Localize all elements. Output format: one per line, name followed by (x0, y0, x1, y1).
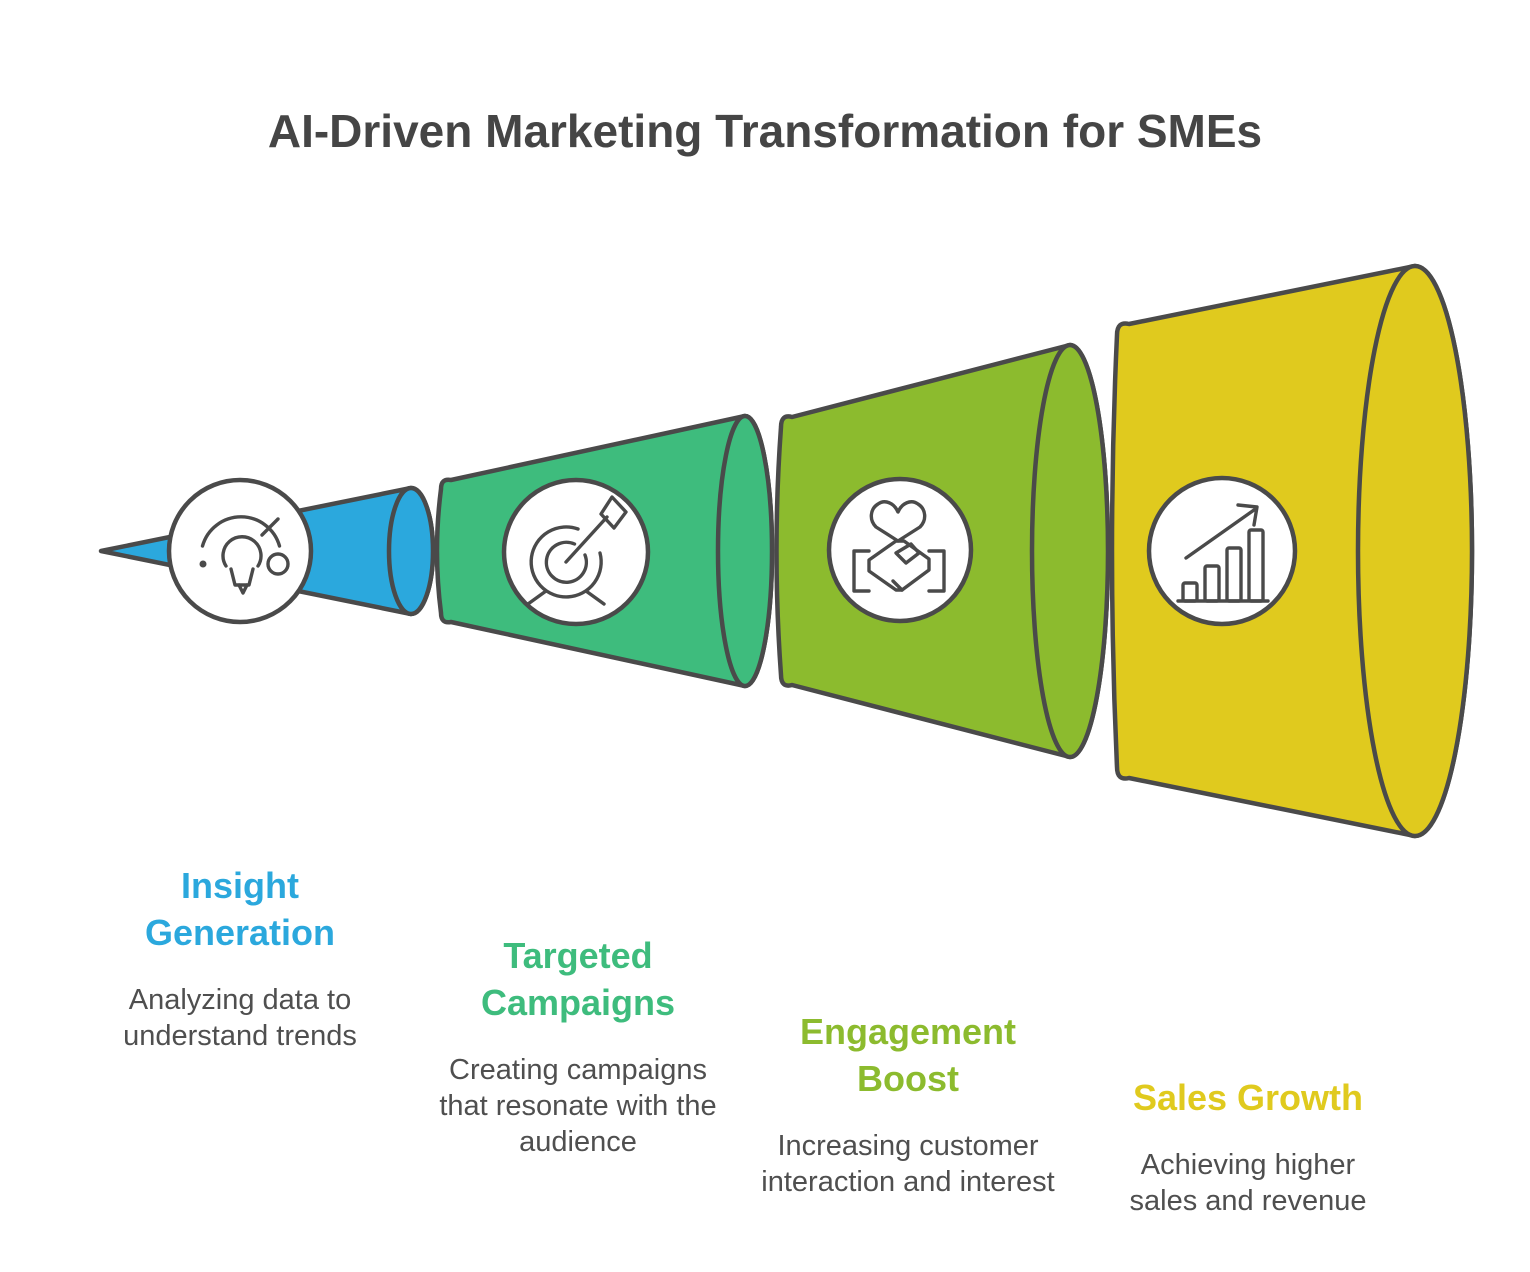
stage-label-campaigns: Targeted Campaigns Creating campaigns th… (438, 932, 718, 1160)
stage-label-engagement: Engagement Boost Increasing customer int… (758, 1008, 1058, 1200)
cone-end-cap (715, 413, 775, 689)
icon-circle-insight (166, 477, 314, 625)
stage-description: Increasing customer interaction and inte… (761, 1130, 1055, 1198)
cone-end-cap (1029, 342, 1111, 760)
cone-end-cap (1355, 263, 1475, 839)
stage-label-insight: Insight Generation Analyzing data to und… (110, 862, 370, 1054)
stage-description: Analyzing data to understand trends (123, 984, 357, 1052)
stage-title: Targeted Campaigns (480, 935, 676, 1023)
page-title: AI-Driven Marketing Transformation for S… (267, 105, 1263, 157)
icon-circle-sales (1146, 475, 1298, 627)
stage-label-sales: Sales Growth Achieving higher sales and … (1108, 1074, 1388, 1219)
lightbulb-gauge-icon (199, 515, 290, 595)
bar-chart-growth-icon (1176, 503, 1270, 603)
target-arrow-icon (526, 495, 628, 606)
cone-end-cap (386, 485, 436, 617)
stage-description: Creating campaigns that resonate with th… (439, 1054, 717, 1158)
stage-description: Achieving higher sales and revenue (1129, 1149, 1367, 1217)
stage-icons (199, 495, 1270, 606)
stage-title: Engagement Boost (799, 1011, 1017, 1099)
handshake-heart-icon (852, 500, 946, 593)
stage-title: Insight Generation (144, 865, 336, 953)
stage-title: Sales Growth (1132, 1077, 1364, 1118)
icon-medallions (166, 475, 1298, 627)
